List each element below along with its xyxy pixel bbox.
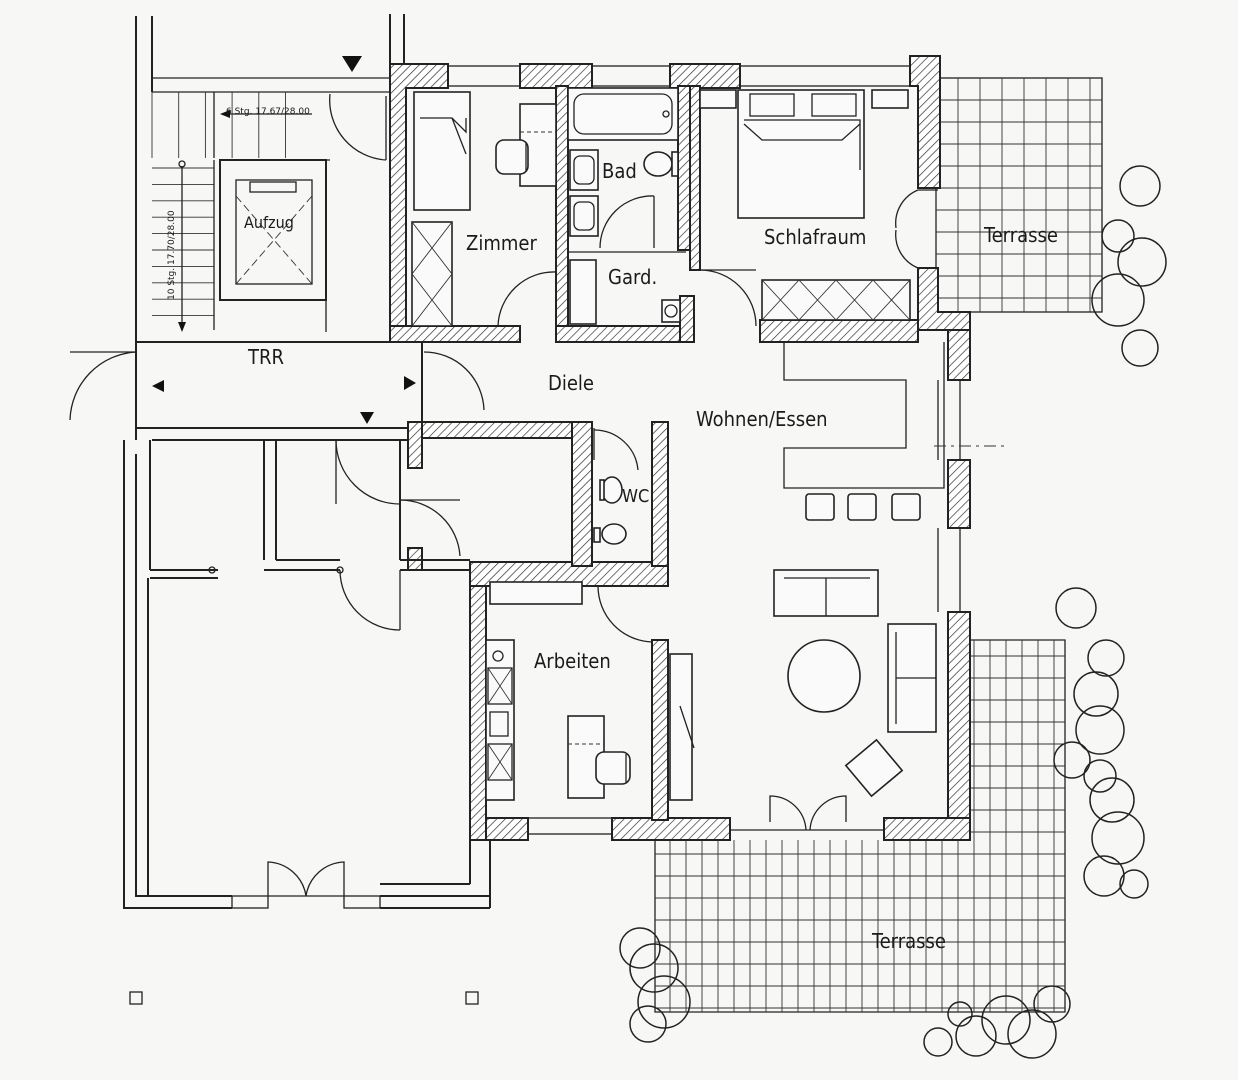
elevator-shaft	[219, 159, 327, 301]
label-zimmer: Zimmer	[466, 231, 537, 255]
label-diele: Diele	[548, 371, 594, 395]
label-bad: Bad	[602, 159, 637, 183]
exterior-walls	[389, 55, 971, 841]
tree-circle	[1101, 219, 1135, 253]
arrow-down	[360, 412, 374, 424]
tree-circle	[1055, 587, 1097, 629]
tree-circle	[1091, 811, 1145, 865]
stairwell	[69, 14, 485, 441]
trees	[619, 165, 1167, 1059]
label-arbeiten: Arbeiten	[534, 649, 611, 673]
arrow-left	[152, 380, 164, 392]
label-aufzug: Aufzug	[244, 213, 294, 232]
tree-circle	[619, 927, 661, 969]
tree-circle	[637, 975, 691, 1029]
column-marker	[465, 991, 479, 1005]
tree-circle	[1087, 639, 1125, 677]
label-schlafraum: Schlafraum	[764, 225, 866, 249]
label-wohnen-essen: Wohnen/Essen	[696, 407, 828, 431]
tree-circle	[1075, 705, 1125, 755]
arrow-right	[404, 376, 416, 390]
tree-circle	[629, 943, 679, 993]
tree-circle	[1119, 869, 1149, 899]
label-trr: TRR	[247, 345, 284, 369]
tree-circle	[1007, 1009, 1057, 1059]
tree-circle	[981, 995, 1031, 1045]
label-stairs-upper: 6 Stg. 17.67/28.00	[226, 107, 310, 117]
tree-circle	[947, 1001, 973, 1027]
room-zimmer	[411, 65, 557, 327]
tree-circle	[1117, 237, 1167, 287]
terrace-top-grid	[935, 77, 1103, 313]
column-marker	[129, 991, 143, 1005]
terrace-bottom-grid	[654, 639, 1066, 1013]
tree-circle	[955, 1015, 997, 1057]
tree-circle	[923, 1027, 953, 1057]
label-terrasse-bottom: Terrasse	[871, 929, 946, 953]
tree-circle	[1119, 165, 1161, 207]
label-terrasse-top: Terrasse	[983, 223, 1058, 247]
north-arrow-top	[342, 56, 362, 72]
tree-circle	[1083, 759, 1117, 793]
tree-circle	[1089, 777, 1135, 823]
label-wc: WC	[622, 486, 649, 507]
tree-circle	[629, 1005, 667, 1043]
tree-circle	[1083, 855, 1125, 897]
room-wc	[593, 428, 639, 545]
tree-circle	[1091, 273, 1145, 327]
room-schlafraum	[699, 65, 938, 327]
label-gard: Gard.	[608, 265, 657, 289]
tree-circle	[1053, 741, 1091, 779]
room-arbeiten	[485, 581, 631, 835]
room-bad	[567, 65, 686, 325]
lower-left-rooms	[123, 428, 491, 1005]
label-stairs-lower: 10 Stg. 17.70/28.00	[167, 210, 177, 300]
tree-circle	[1033, 985, 1071, 1023]
tree-circle	[1121, 329, 1159, 367]
tree-circle	[1073, 671, 1119, 717]
room-wohnen-essen	[597, 342, 1004, 831]
